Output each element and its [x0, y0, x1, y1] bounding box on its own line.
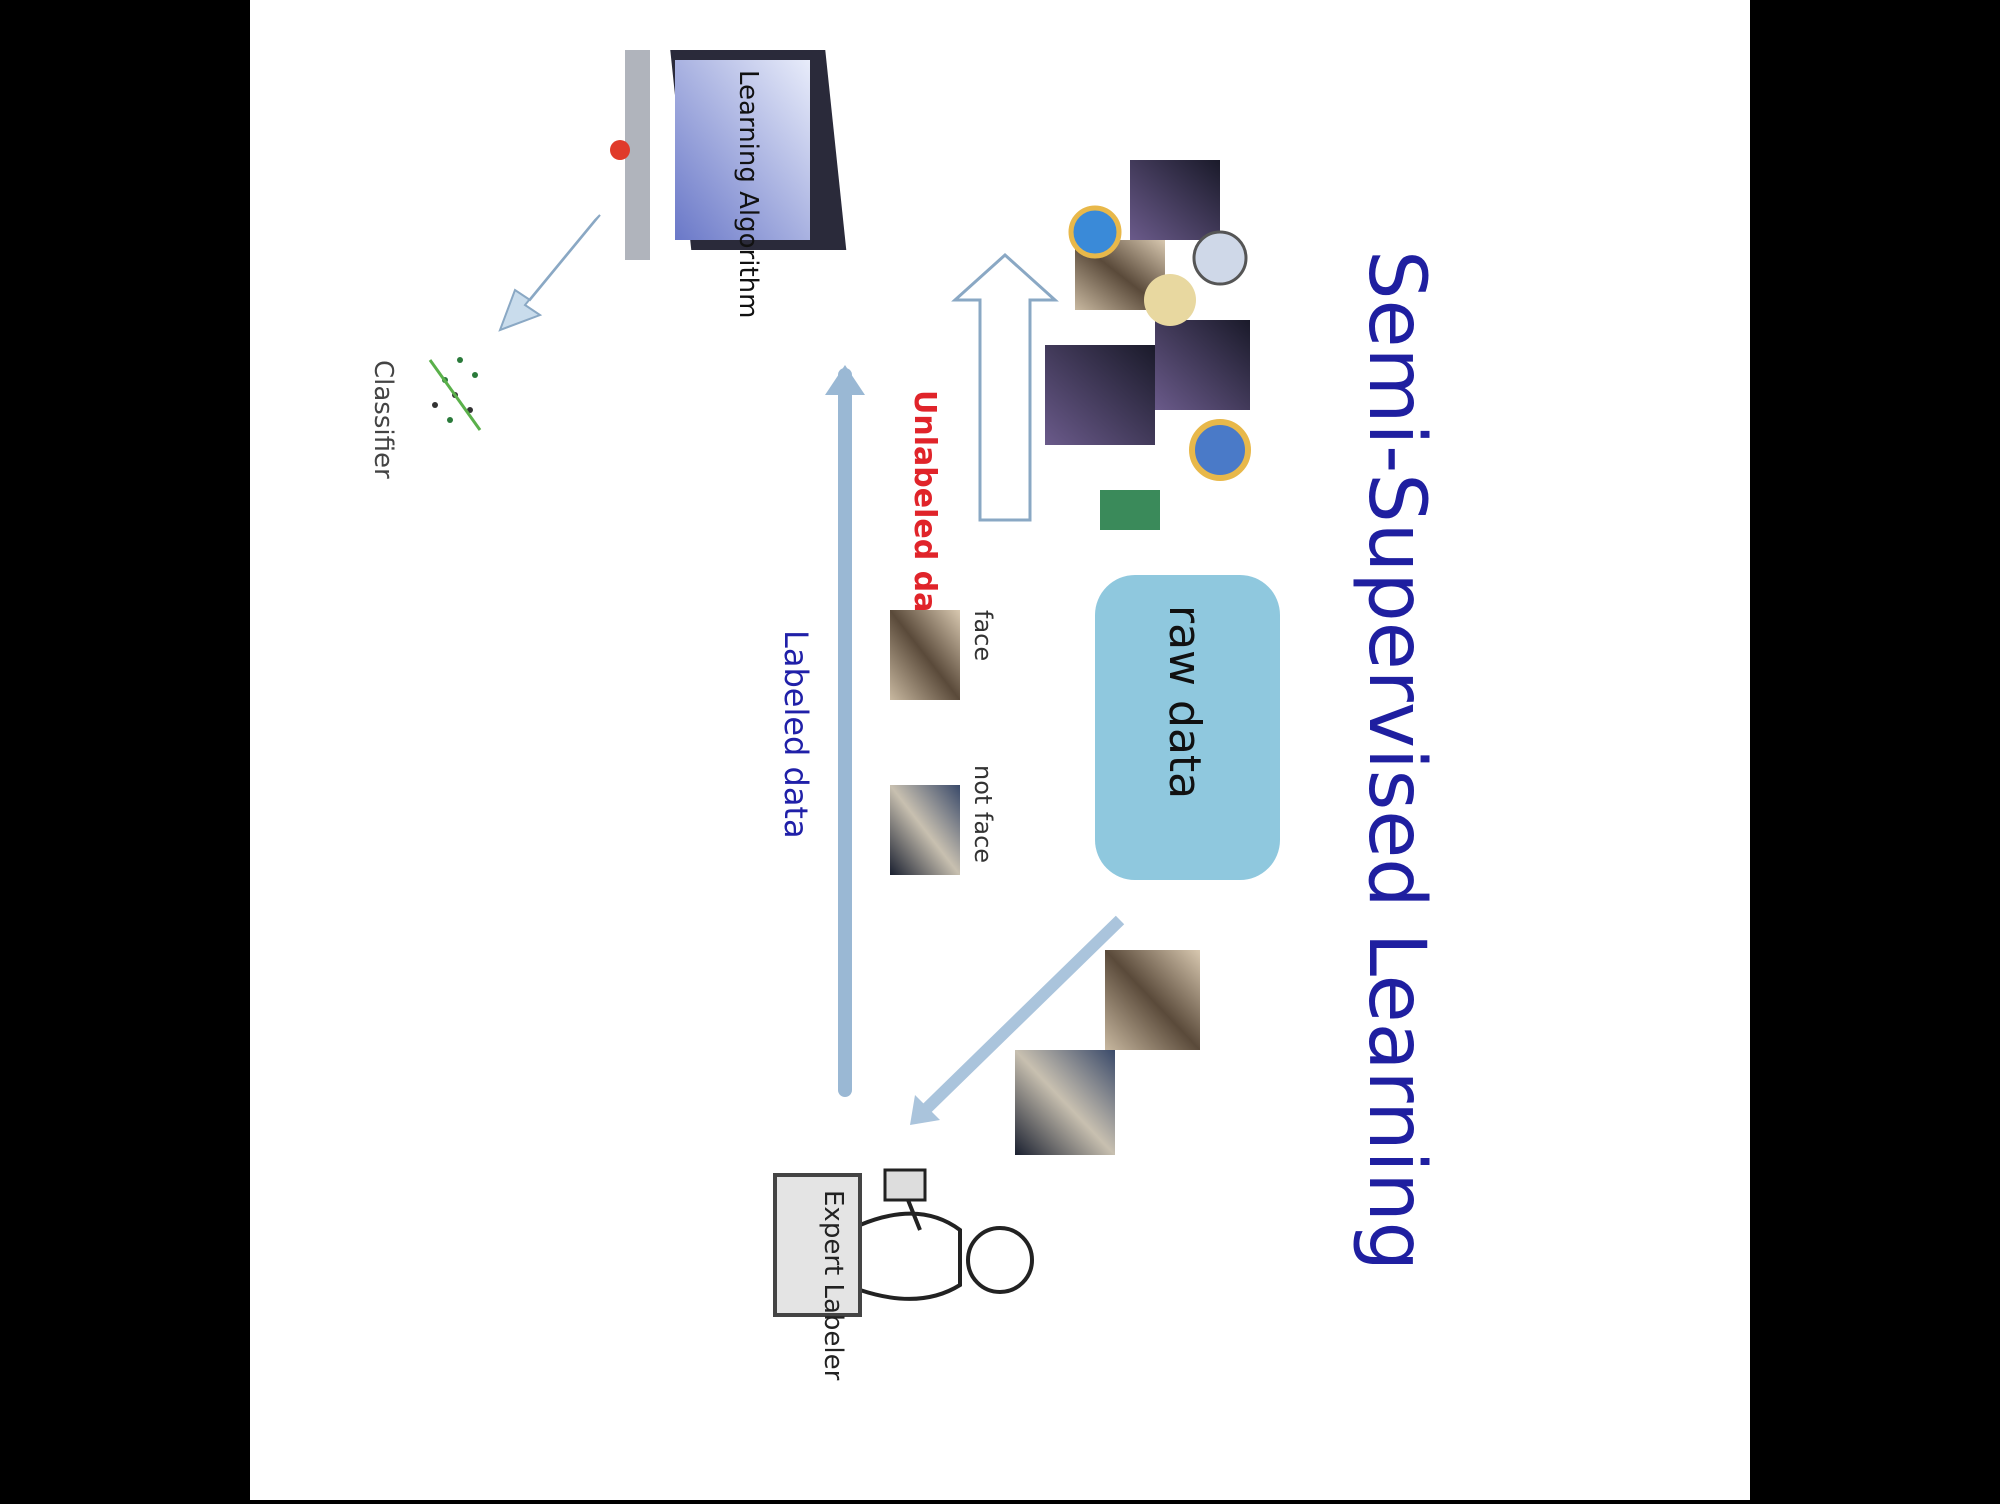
raw-data-box	[1095, 575, 1280, 880]
raw-data-label: raw data	[1159, 605, 1210, 799]
photo-thumbnail-icon	[1045, 345, 1155, 445]
rotated-diagram: Semi-Supervised Learning raw data Unlabe…	[368, 50, 1441, 1381]
expert-labeler-box	[773, 1173, 862, 1317]
unlabeled-arrow	[951, 252, 1059, 522]
face-label: face	[969, 610, 997, 661]
photo-thumbnail-icon	[1144, 274, 1196, 326]
expert-labeler-label: Expert Labeler	[818, 1190, 848, 1381]
photo-thumbnail-icon	[1105, 950, 1200, 1050]
classifier-scatter-icon	[428, 357, 482, 431]
person-icon	[858, 1168, 1034, 1301]
labeled-arrow-head	[825, 365, 865, 395]
laptop-icon: Learning Algorithm	[610, 50, 847, 318]
photo-thumbnail-icon	[1130, 160, 1220, 240]
unlabeled-label-line1: Unlabeled data	[907, 390, 942, 647]
photo-thumbnail-icon	[1015, 1050, 1115, 1155]
raw-to-expert-arrow	[915, 915, 1125, 1120]
learning-algorithm-label: Learning Algorithm	[733, 70, 763, 318]
photo-thumbnail-icon	[1192, 230, 1248, 286]
diagram-title: Semi-Supervised Learning	[1351, 250, 1441, 1271]
face-photo	[890, 610, 960, 700]
photo-thumbnail-icon	[1068, 205, 1122, 259]
photo-thumbnail-icon	[1100, 490, 1160, 530]
raw-to-expert-arrow-head	[910, 1095, 940, 1125]
labeled-data-label: Labeled data	[777, 630, 815, 839]
not-face-label: not face	[969, 765, 997, 863]
classifier-label: Classifier	[368, 360, 398, 479]
photo-thumbnail-icon	[1155, 320, 1250, 410]
unlabeled-images-cluster	[1045, 160, 1251, 530]
classifier-arrow	[498, 214, 601, 332]
photo-thumbnail-icon	[1189, 419, 1251, 481]
not-face-photo	[890, 785, 960, 875]
